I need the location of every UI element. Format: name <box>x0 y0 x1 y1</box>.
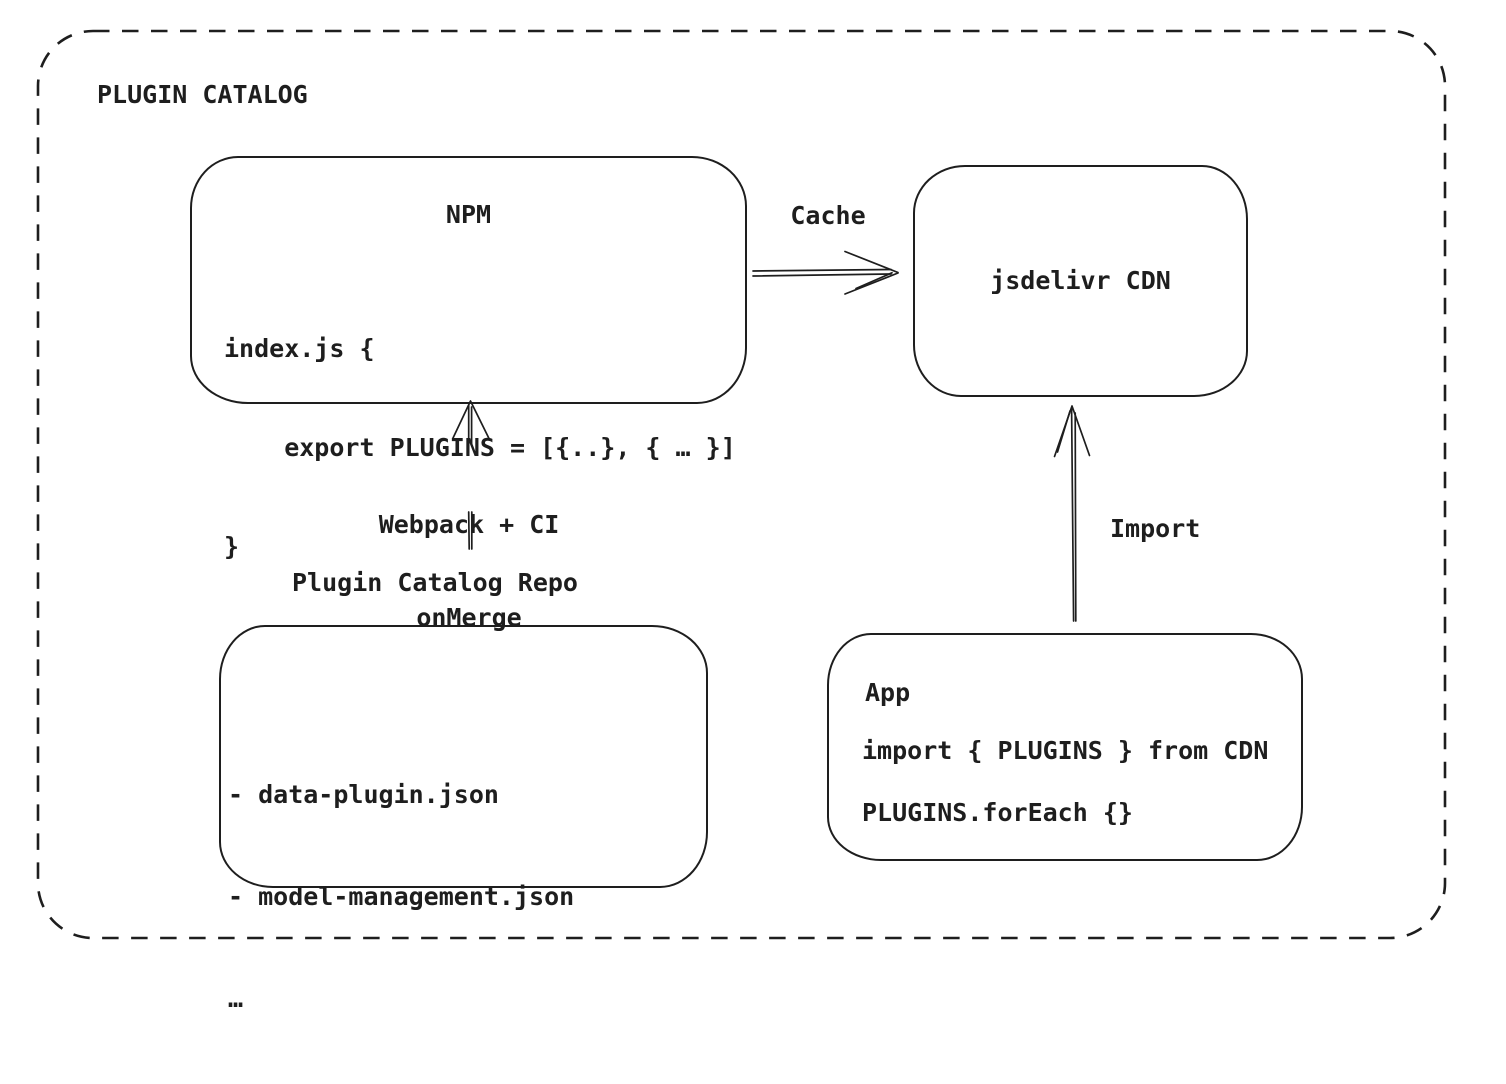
cdn-node: jsdelivr CDN <box>913 165 1248 397</box>
repo-node-label: Plugin Catalog Repo <box>292 568 578 597</box>
app-node-title: App <box>865 678 911 707</box>
repo-node: - data-plugin.json - model-management.js… <box>219 625 708 1013</box>
repo-file-item: … <box>228 984 244 1013</box>
import-edge-label: Import <box>1110 514 1201 543</box>
build-edge-label: Webpack + CI onMerge <box>369 447 569 664</box>
build-edge-label-line1: Webpack + CI <box>378 510 560 539</box>
app-code-line: import { PLUGINS } from CDN <box>862 736 1269 765</box>
repo-file-item: - model-management.json <box>228 882 575 911</box>
npm-node: NPM index.js { export PLUGINS = [{..}, {… <box>190 156 747 561</box>
cache-edge-label: Cache <box>790 201 866 230</box>
diagram-title: PLUGIN CATALOG <box>97 80 308 109</box>
npm-node-title: NPM <box>445 200 492 229</box>
app-code-line: PLUGINS.forEach {} <box>862 798 1133 827</box>
repo-file-list: - data-plugin.json - model-management.js… <box>228 710 574 1084</box>
app-node: App import { PLUGINS } from CDN PLUGINS.… <box>827 633 1303 861</box>
cdn-node-title: jsdelivr CDN <box>990 266 1171 295</box>
cache-arrow <box>752 250 899 295</box>
build-edge-label-line2: onMerge <box>416 603 522 632</box>
npm-code-line: index.js { <box>224 334 375 363</box>
repo-file-item: - data-plugin.json <box>228 780 499 809</box>
import-arrow <box>1053 405 1091 622</box>
